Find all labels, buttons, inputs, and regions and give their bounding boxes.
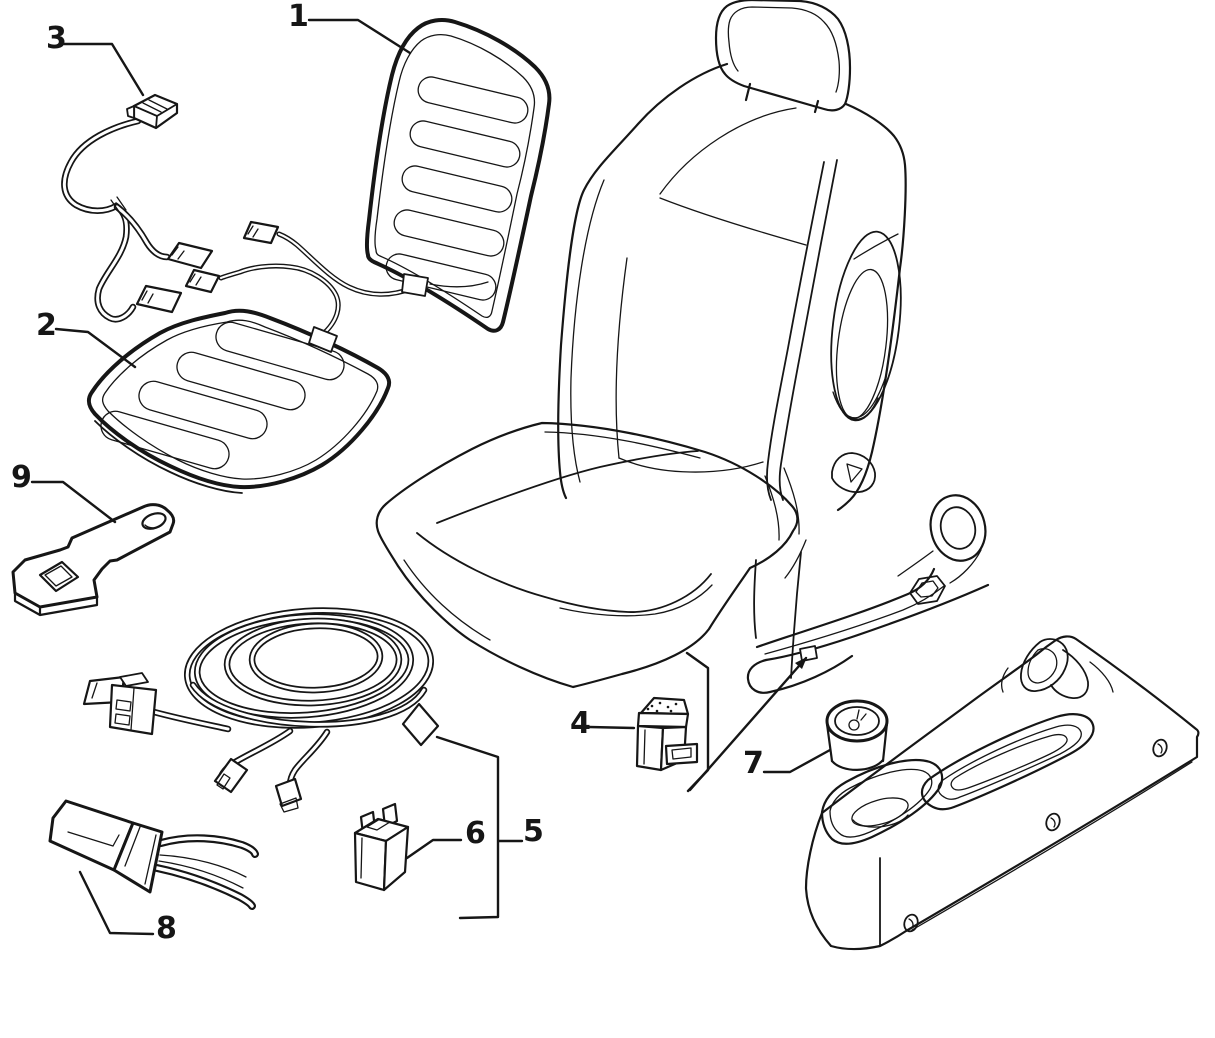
part-9-bracket [11, 503, 176, 617]
part-7-cigar-lighter [825, 699, 889, 771]
harness-plug-2 [274, 777, 303, 813]
callout-3-label[interactable]: 3 [46, 21, 67, 56]
recliner-area [753, 452, 876, 679]
part-8-connector-pigtail [48, 799, 259, 910]
harness-main-connector [82, 672, 232, 736]
callout-5-label[interactable]: 5 [523, 814, 544, 849]
part-2-wire-tab [308, 326, 338, 353]
callout-1-label[interactable]: 1 [288, 0, 309, 34]
inline-connector-1 [166, 241, 214, 270]
callout-2-label[interactable]: 2 [36, 308, 57, 343]
harness-tag [401, 702, 440, 747]
callout-4-label[interactable]: 4 [570, 706, 591, 741]
part-2-heating-slots [100, 321, 345, 470]
console-storage-bin [820, 758, 944, 845]
headrest [714, 0, 852, 114]
console-lever-boot [1001, 638, 1114, 699]
callout-leaders [30, 18, 832, 936]
lighter-symbol [848, 709, 867, 731]
callout-7-label[interactable]: 7 [743, 746, 764, 781]
harness-plug-1 [213, 757, 249, 794]
part-4-switch [635, 696, 699, 772]
inline-connector-2 [135, 284, 183, 314]
part-1-wire-tab [401, 273, 429, 297]
part-1-backrest-heating-pad [276, 18, 552, 333]
seat-illustration [375, 0, 990, 694]
inline-connector-3 [184, 268, 221, 294]
callout-9-label[interactable]: 9 [11, 460, 32, 495]
part-3-cable-and-connectors [61, 93, 280, 323]
seat-cushion [375, 421, 799, 689]
backrest [557, 62, 907, 512]
part-2-cushion-heating-pad [86, 263, 392, 494]
seat-rail-valance [746, 494, 990, 694]
callout-6-label[interactable]: 6 [465, 816, 486, 851]
console-clip-holes [903, 738, 1168, 933]
switch-icon-dots [646, 701, 678, 713]
part-3-main-connector [126, 93, 179, 130]
part-6-relay [353, 802, 410, 892]
switch-mounting-slot [799, 645, 818, 662]
callout-8-label[interactable]: 8 [156, 911, 177, 946]
center-console [804, 635, 1200, 951]
part-5-wiring-harness [82, 607, 440, 813]
inline-connector-4 [242, 220, 280, 245]
console-handbrake-slot [920, 713, 1095, 811]
part-1-heating-slots [385, 76, 529, 301]
switch-install-callout [685, 651, 808, 793]
